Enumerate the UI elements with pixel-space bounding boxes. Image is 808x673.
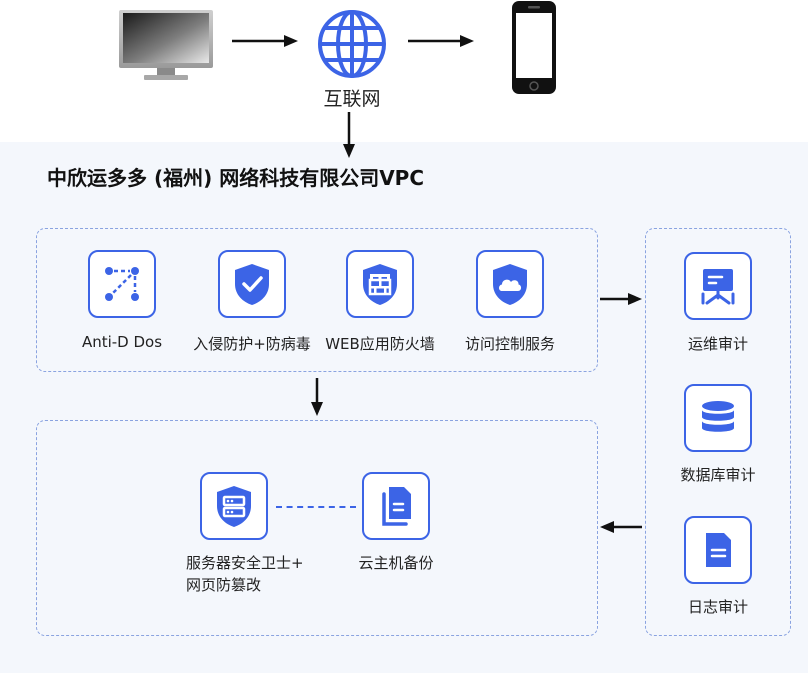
arrow-right-icon [600, 293, 642, 305]
smartphone-icon [512, 1, 556, 94]
presentation-board-icon [701, 269, 735, 305]
host-protection-group [36, 420, 598, 636]
service-label-access-control: 访问控制服务 [464, 335, 555, 353]
host-tile-server-guard[interactable] [200, 472, 268, 540]
arrow-down-icon [311, 378, 323, 416]
firewall-shield-icon [363, 264, 397, 305]
host-label-cloud-backup: 云主机备份 [358, 554, 434, 572]
service-tile-anti-ddos[interactable] [88, 250, 156, 318]
service-tile-intrusion-prevention[interactable] [218, 250, 286, 318]
audit-label-database: 数据库审计 [680, 466, 756, 484]
arrow-down-icon [343, 112, 355, 158]
vpc-title: 中欣运多多 (福州) 网络科技有限公司VPC [47, 166, 425, 190]
service-label-anti-ddos: Anti-D Dos [81, 333, 163, 351]
internet-label: 互联网 [323, 88, 381, 110]
audit-group [645, 228, 791, 636]
audit-tile-log[interactable] [684, 516, 752, 584]
service-label-intrusion-prevention: 入侵防护+防病毒 [193, 335, 311, 353]
audit-label-ops: 运维审计 [687, 335, 748, 353]
document-copy-icon [382, 487, 411, 526]
host-label-line: 网页防篡改 [186, 576, 262, 594]
security-services-group [36, 228, 598, 372]
dashed-connector [276, 506, 356, 508]
vpc-section [0, 142, 808, 673]
server-shield-icon [217, 486, 251, 527]
globe-icon [318, 10, 386, 78]
audit-tile-database[interactable] [684, 384, 752, 452]
service-tile-waf[interactable] [346, 250, 414, 318]
monitor-icon [119, 10, 213, 80]
host-label-server-guard: 服务器安全卫士+ 网页防篡改 [186, 552, 304, 596]
cloud-shield-icon [493, 264, 527, 305]
arrow-right-icon [232, 35, 298, 47]
arrow-right-icon [408, 35, 474, 47]
service-tile-access-control[interactable] [476, 250, 544, 318]
audit-tile-ops[interactable] [684, 252, 752, 320]
arrow-left-icon [600, 521, 642, 533]
host-tile-cloud-backup[interactable] [362, 472, 430, 540]
service-label-waf: WEB应用防火墙 [325, 335, 435, 353]
audit-label-log: 日志审计 [687, 598, 748, 616]
network-nodes-icon [105, 267, 139, 301]
shield-check-icon [235, 264, 269, 305]
database-icon [702, 401, 734, 432]
log-document-icon [706, 533, 731, 567]
host-label-line: 服务器安全卫士+ [186, 554, 304, 572]
